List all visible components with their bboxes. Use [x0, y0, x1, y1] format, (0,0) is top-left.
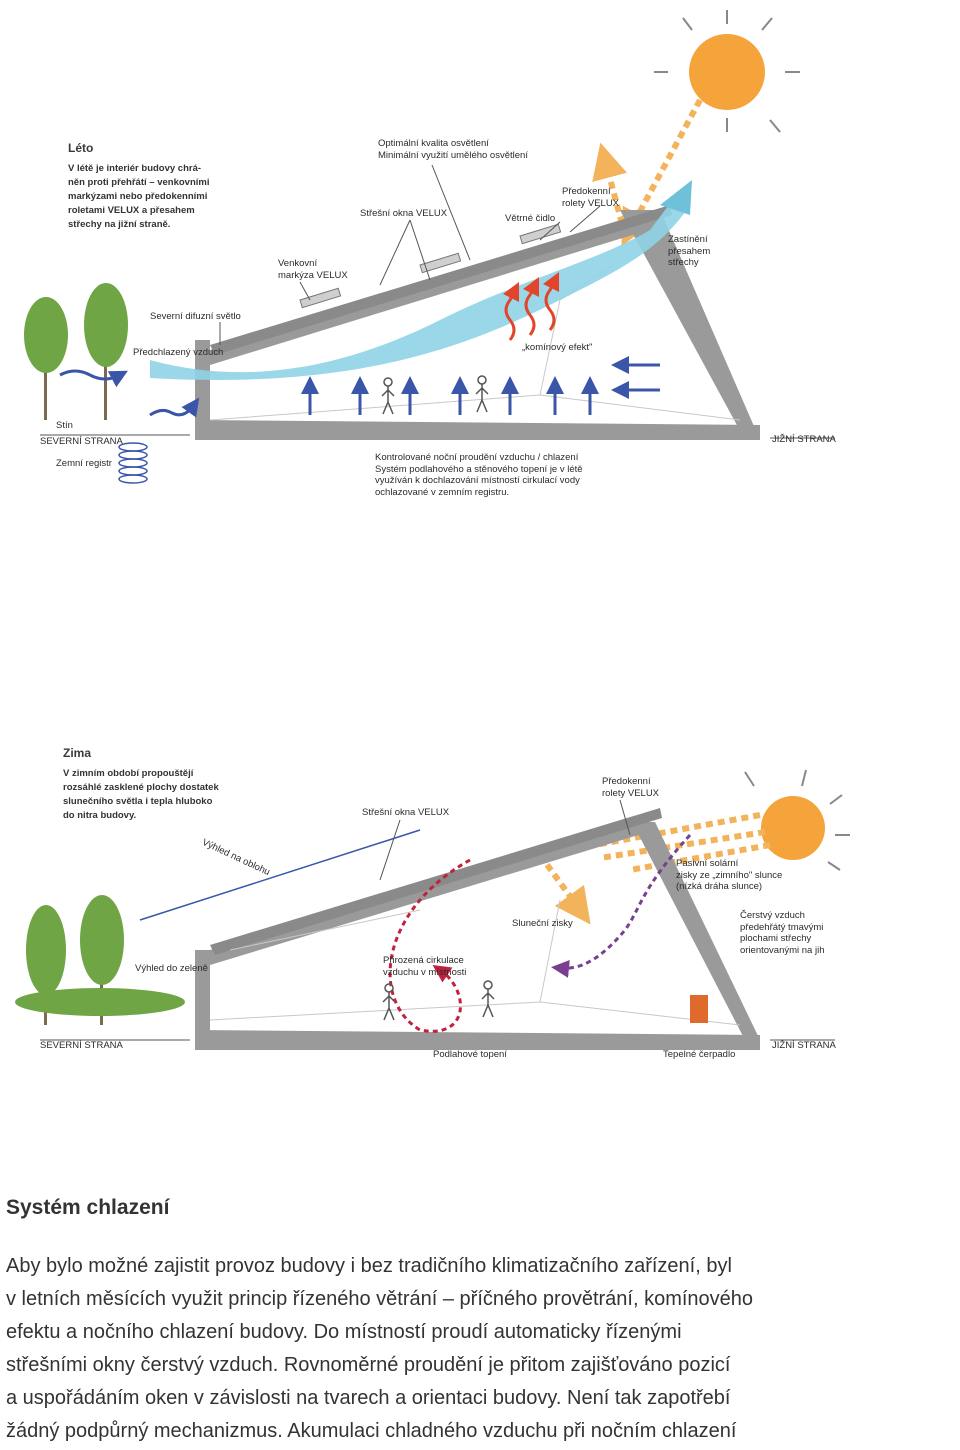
sun-icon	[654, 10, 800, 133]
roof-overhang	[210, 808, 662, 955]
label-north-side: SEVERNÍ STRANA	[40, 436, 123, 447]
label-circulation: Přirozená cirkulace vzduchu v místnosti	[383, 955, 467, 978]
label-north-side: SEVERNÍ STRANA	[40, 1040, 123, 1051]
label-awning: Venkovní markýza VELUX	[278, 258, 348, 281]
winter-diagram: Zima V zimním období propouštějí rozsáhl…	[0, 740, 960, 1070]
air-flow-arrowhead	[660, 180, 692, 215]
label-south-side: JIŽNÍ STRANA	[772, 1040, 836, 1051]
body-line: žádný podpůrný mechanizmus. Akumulaci ch…	[6, 1420, 737, 1442]
tree-icon	[24, 283, 128, 420]
label-solar-gains: Sluneční zisky	[512, 918, 573, 929]
chimney-effect-waves	[502, 271, 560, 341]
body-line: a uspořádáním oken v závislosti na tvare…	[6, 1387, 731, 1409]
winter-title: Zima	[63, 746, 92, 760]
label-ground-register: Zemní registr	[56, 458, 112, 469]
label-chimney-effect: „komínový efekt"	[522, 342, 593, 353]
summer-diagram: Léto V létě je interiér budovy chrá- něn…	[0, 0, 960, 520]
label-shade: Stín	[56, 420, 73, 431]
ground-register-icon	[118, 442, 148, 484]
label-passive-gains: Pasivní solární zisky ze „zimního" slunc…	[676, 858, 783, 892]
label-light-quality: Optimální kvalita osvětlení Minimální vy…	[378, 138, 528, 161]
label-fresh-air: Čerstvý vzduch předehřátý tmavými plocha…	[740, 910, 825, 956]
label-south-side: JIŽNÍ STRANA	[772, 434, 836, 445]
article-body: Aby bylo možné zajistit provoz budovy i …	[6, 1250, 956, 1448]
label-north-light: Severní difuzní světlo	[150, 311, 241, 322]
fresh-air-arrow	[551, 833, 692, 978]
person-icon	[381, 375, 489, 415]
air-flow-band	[150, 190, 690, 380]
winter-intro: V zimním období propouštějí rozsáhlé zas…	[63, 768, 219, 821]
sun-icon	[744, 769, 850, 871]
tree-icon	[15, 895, 185, 1025]
person-icon	[382, 980, 495, 1021]
section-heading: Systém chlazení	[6, 1196, 170, 1219]
label-roof-windows: Střešní okna VELUX	[360, 208, 448, 219]
summer-title: Léto	[68, 141, 94, 155]
body-line: efektu a nočního chlazení budovy. Do mís…	[6, 1321, 682, 1343]
label-shutters: Předokenní rolety VELUX	[562, 186, 620, 209]
label-roof-windows: Střešní okna VELUX	[362, 807, 450, 818]
label-green-view: Výhled do zeleně	[135, 963, 208, 974]
label-heat-pump: Tepelné čerpadlo	[663, 1049, 736, 1060]
building-section	[195, 820, 760, 1050]
label-shading: Zastínění přesahem střechy	[668, 234, 711, 268]
label-floor-heating: Podlahové topení	[433, 1049, 507, 1060]
cool-air-arrows	[59, 369, 200, 418]
winter-diagram-graphic	[15, 769, 850, 1050]
summer-intro: V létě je interiér budovy chrá- něn prot…	[68, 163, 210, 230]
summer-diagram-graphic	[24, 10, 835, 484]
label-night-cooling: Kontrolované noční proudění vzduchu / ch…	[375, 452, 583, 498]
body-line: v letních měsících využit princip řízené…	[6, 1288, 754, 1310]
heat-pump-icon	[690, 995, 708, 1023]
label-precooled-air: Předchlazený vzduch	[133, 347, 224, 358]
label-shutters: Předokenní rolety VELUX	[602, 776, 660, 799]
sky-view-line	[139, 829, 421, 921]
roof-window-icons	[299, 223, 562, 309]
body-line: Aby bylo možné zajistit provoz budovy i …	[6, 1255, 732, 1277]
roof-overhang	[210, 205, 672, 355]
air-circulation-loop	[388, 858, 471, 1033]
body-line: střešními okny čerstvý vzduch. Rovnoměrn…	[6, 1354, 731, 1376]
floor-cooling-arrows	[301, 356, 660, 415]
building-section	[195, 210, 760, 440]
label-heat-mirror: Větrné čidlo	[505, 213, 556, 224]
